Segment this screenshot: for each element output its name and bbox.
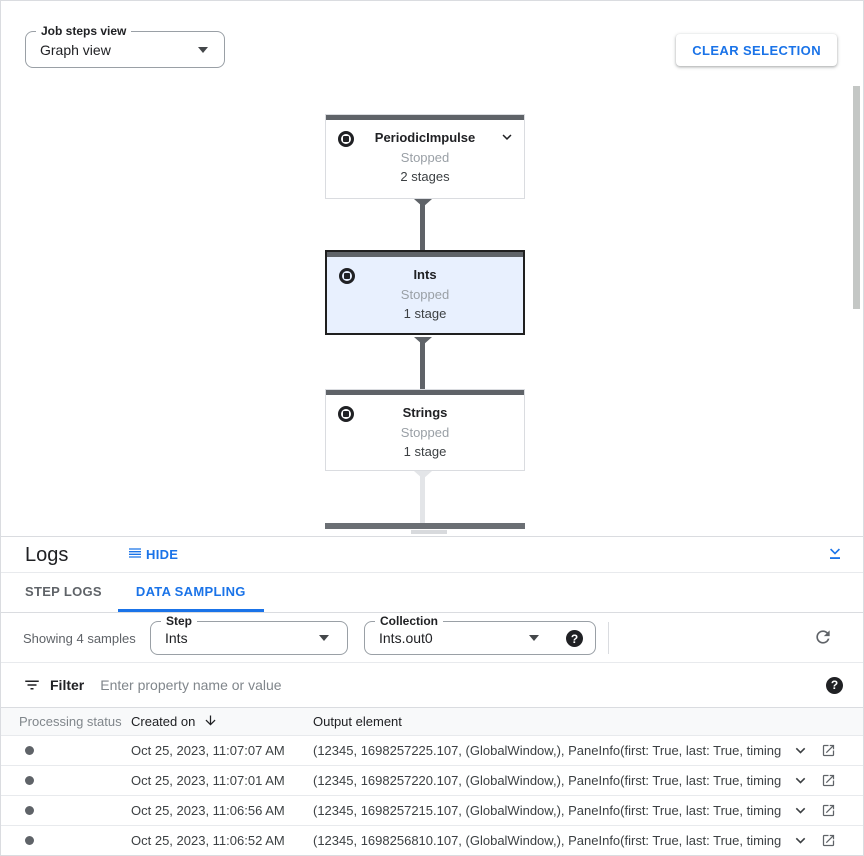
edge-line bbox=[420, 337, 425, 389]
node-top-bar bbox=[326, 390, 524, 395]
processing-status-icon bbox=[25, 836, 34, 845]
edge-line bbox=[420, 199, 425, 252]
clear-selection-button[interactable]: CLEAR SELECTION bbox=[676, 34, 837, 66]
table-header: Processing status Created on Output elem… bbox=[1, 708, 863, 736]
logs-panel-title: Logs bbox=[25, 544, 69, 566]
refresh-icon[interactable] bbox=[813, 627, 833, 650]
sample-row[interactable]: Oct 25, 2023, 11:06:52 AM (12345, 169825… bbox=[1, 826, 863, 855]
output-element-cell: (12345, 1698257215.107, (GlobalWindow,),… bbox=[313, 803, 783, 818]
node-top-bar bbox=[327, 252, 523, 257]
graph-node-partial[interactable] bbox=[325, 523, 525, 529]
job-steps-view-select[interactable]: Job steps view Graph view bbox=[25, 24, 225, 68]
graph-node-partial-stub bbox=[411, 530, 447, 534]
tab-step-logs[interactable]: STEP LOGS bbox=[25, 583, 102, 599]
node-top-bar bbox=[326, 115, 524, 120]
expand-row-icon[interactable] bbox=[791, 831, 810, 850]
sort-descending-icon[interactable] bbox=[203, 713, 218, 731]
sample-row[interactable]: Oct 25, 2023, 11:07:01 AM (12345, 169825… bbox=[1, 766, 863, 796]
collection-select-label: Collection bbox=[375, 614, 444, 628]
filter-icon bbox=[23, 676, 41, 694]
created-on-cell: Oct 25, 2023, 11:06:56 AM bbox=[131, 803, 285, 818]
step-select-value: Ints bbox=[165, 630, 188, 646]
node-title: Ints bbox=[413, 267, 437, 282]
open-in-new-icon[interactable] bbox=[821, 773, 836, 788]
output-element-cell: (12345, 1698257220.107, (GlobalWindow,),… bbox=[313, 773, 783, 788]
node-status: Stopped bbox=[400, 150, 450, 165]
filter-input[interactable] bbox=[100, 677, 826, 693]
graph-node-strings[interactable]: Strings Stopped 1 stage bbox=[325, 389, 525, 471]
graph-node-periodicimpulse[interactable]: PeriodicImpulse Stopped 2 stages bbox=[325, 114, 525, 199]
node-status: Stopped bbox=[400, 425, 450, 440]
stopped-status-icon bbox=[339, 268, 355, 284]
filter-label: Filter bbox=[50, 677, 85, 693]
collapse-panel-icon[interactable] bbox=[825, 543, 845, 566]
node-title: Strings bbox=[402, 405, 448, 420]
stopped-status-icon bbox=[338, 406, 354, 422]
sample-row[interactable]: Oct 25, 2023, 11:06:56 AM (12345, 169825… bbox=[1, 796, 863, 826]
sample-count-text: Showing 4 samples bbox=[23, 631, 136, 646]
collection-select-value: Ints.out0 bbox=[379, 630, 433, 646]
stopped-status-icon bbox=[338, 131, 354, 147]
job-steps-view-value: Graph view bbox=[40, 41, 111, 58]
node-stages: 1 stage bbox=[403, 444, 447, 459]
expand-row-icon[interactable] bbox=[791, 741, 810, 760]
logs-tabbar: STEP LOGS DATA SAMPLING bbox=[1, 573, 863, 613]
processing-status-icon bbox=[25, 806, 34, 815]
column-header-output-element: Output element bbox=[313, 714, 402, 729]
graph-vertical-scrollbar[interactable] bbox=[853, 86, 860, 309]
help-icon[interactable]: ? bbox=[826, 676, 843, 694]
node-title: PeriodicImpulse bbox=[374, 130, 476, 145]
dropdown-arrow-icon bbox=[319, 635, 329, 641]
output-element-cell: (12345, 1698257225.107, (GlobalWindow,),… bbox=[313, 743, 783, 758]
job-steps-view-label: Job steps view bbox=[36, 24, 132, 38]
node-status: Stopped bbox=[400, 287, 450, 302]
data-sampling-toolbar: Showing 4 samples Step Ints Collection I… bbox=[1, 613, 863, 663]
graph-node-ints[interactable]: Ints Stopped 1 stage bbox=[325, 250, 525, 335]
job-graph: PeriodicImpulse Stopped 2 stages Ints St… bbox=[1, 1, 863, 536]
hide-logs-button[interactable]: HIDE bbox=[127, 545, 178, 564]
open-in-new-icon[interactable] bbox=[821, 803, 836, 818]
created-on-cell: Oct 25, 2023, 11:07:07 AM bbox=[131, 743, 285, 758]
help-icon[interactable]: ? bbox=[566, 630, 583, 647]
column-header-created-on[interactable]: Created on bbox=[131, 714, 196, 729]
created-on-cell: Oct 25, 2023, 11:06:52 AM bbox=[131, 833, 285, 848]
expand-row-icon[interactable] bbox=[791, 801, 810, 820]
chevron-down-icon[interactable] bbox=[498, 128, 516, 151]
processing-status-icon bbox=[25, 776, 34, 785]
filter-row: Filter ? bbox=[1, 663, 863, 708]
column-header-processing-status: Processing status bbox=[19, 714, 122, 729]
collection-select[interactable]: Collection Ints.out0 ? bbox=[364, 614, 596, 655]
edge-line bbox=[420, 471, 425, 523]
created-on-cell: Oct 25, 2023, 11:07:01 AM bbox=[131, 773, 285, 788]
reorder-icon bbox=[127, 545, 143, 564]
open-in-new-icon[interactable] bbox=[821, 833, 836, 848]
open-in-new-icon[interactable] bbox=[821, 743, 836, 758]
tab-data-sampling[interactable]: DATA SAMPLING bbox=[117, 573, 264, 612]
dropdown-arrow-icon bbox=[529, 635, 539, 641]
processing-status-icon bbox=[25, 746, 34, 755]
expand-row-icon[interactable] bbox=[791, 771, 810, 790]
sample-row[interactable]: Oct 25, 2023, 11:07:07 AM (12345, 169825… bbox=[1, 736, 863, 766]
node-stages: 1 stage bbox=[403, 306, 447, 321]
step-select[interactable]: Step Ints bbox=[150, 614, 348, 655]
hide-logs-label: HIDE bbox=[146, 547, 179, 562]
step-select-label: Step bbox=[161, 614, 198, 628]
logs-panel: Logs HIDE STEP LOGS DATA SAMPLING Showin… bbox=[1, 536, 863, 855]
dropdown-arrow-icon bbox=[198, 46, 208, 53]
toolbar-divider bbox=[608, 622, 609, 654]
output-element-cell: (12345, 1698256810.107, (GlobalWindow,),… bbox=[313, 833, 783, 848]
node-stages: 2 stages bbox=[400, 169, 450, 184]
